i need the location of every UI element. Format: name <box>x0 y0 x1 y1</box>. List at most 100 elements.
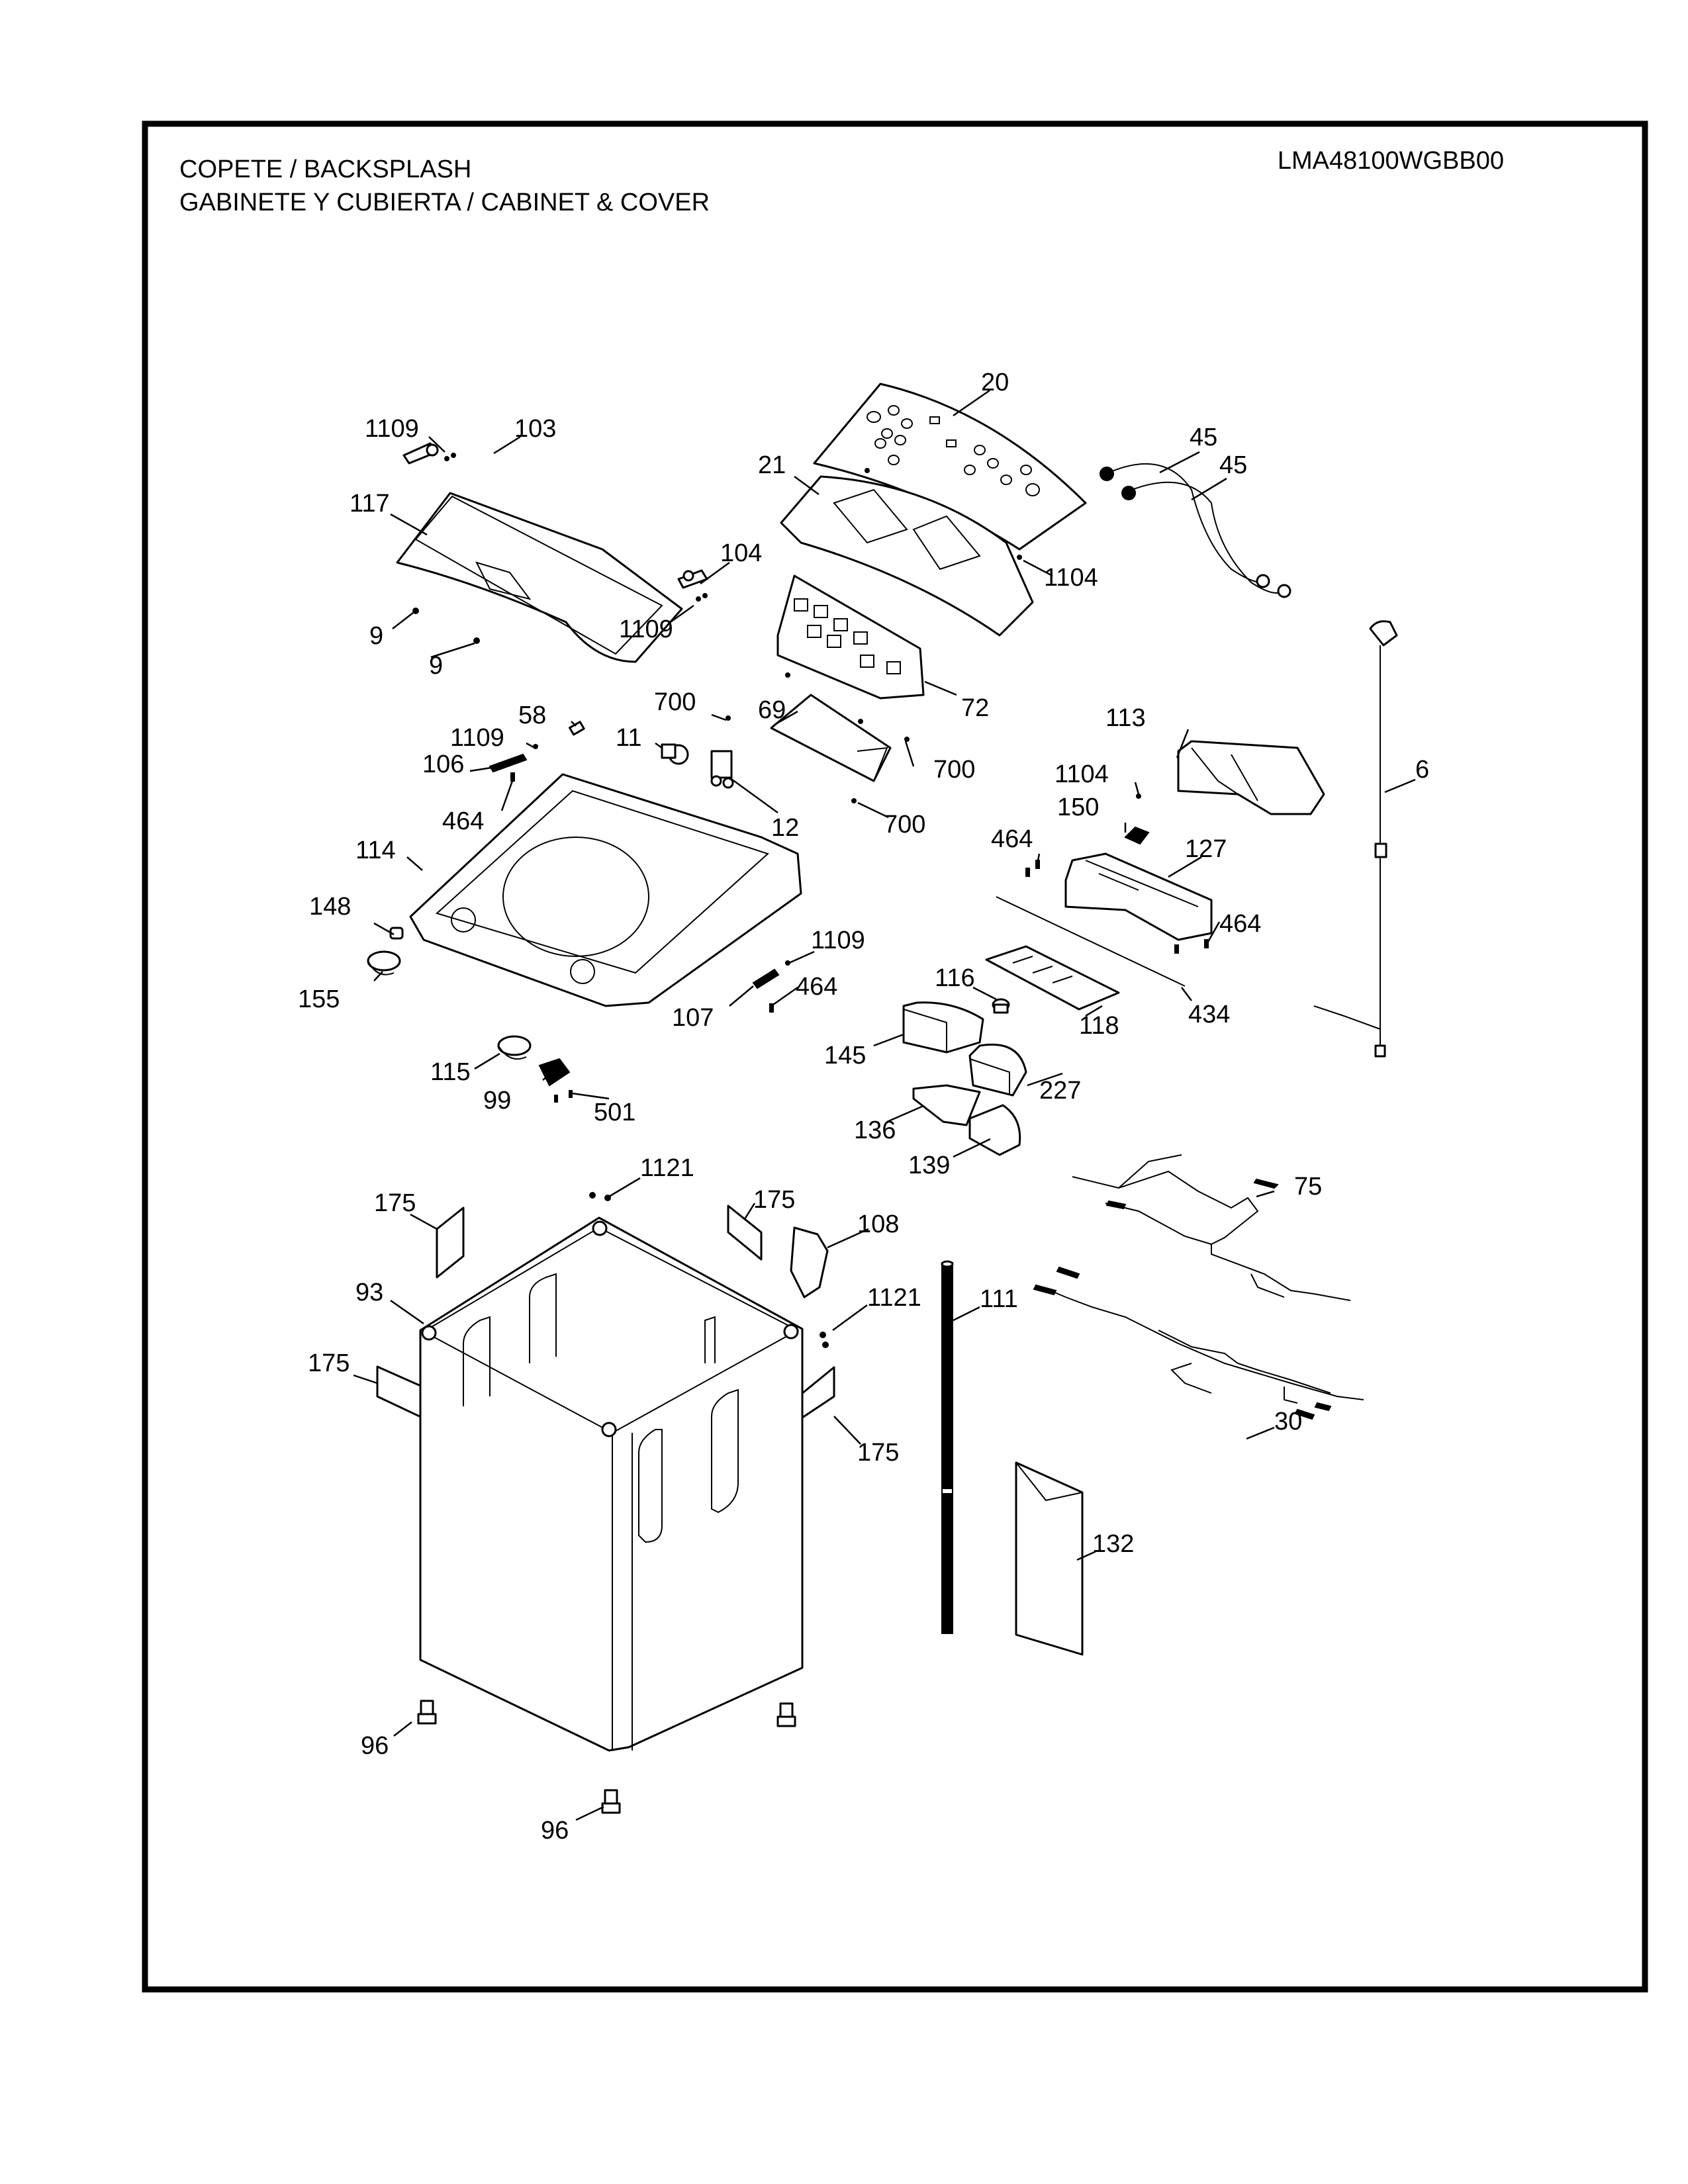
part-96-feet <box>417 1700 796 1814</box>
part-58-switch <box>569 721 585 736</box>
callout-116: 116 <box>935 964 975 992</box>
part-115-cup <box>497 1035 532 1060</box>
callout-114: 114 <box>355 837 396 864</box>
header-title-line1: COPETE / BACKSPLASH <box>179 156 471 183</box>
part-30-wire-harness <box>1033 1266 1364 1420</box>
callout-30: 30 <box>1274 1408 1302 1435</box>
callout-175: 175 <box>374 1189 416 1217</box>
part-93-cabinet <box>419 1216 804 1752</box>
part-132-manual <box>1015 1461 1084 1656</box>
callout-113: 113 <box>1105 704 1146 732</box>
part-69-bracket <box>770 694 892 782</box>
callout-145: 145 <box>824 1042 866 1069</box>
callout-1109: 1109 <box>450 724 504 752</box>
callout-58: 58 <box>518 702 546 729</box>
callout-1104: 1104 <box>1044 564 1098 592</box>
callout-108: 108 <box>857 1210 899 1238</box>
callout-12: 12 <box>771 814 799 842</box>
part-104-hinge <box>677 569 708 589</box>
callout-69: 69 <box>758 696 786 724</box>
callout-1109: 1109 <box>811 927 865 954</box>
callout-104: 104 <box>720 539 762 567</box>
part-111-drain-hose <box>941 1260 954 1634</box>
part-75-wire-harness <box>1072 1154 1351 1301</box>
callout-1121: 1121 <box>867 1284 921 1312</box>
callout-117: 117 <box>350 490 390 518</box>
callout-labels: 20 1109 103 45 45 21 117 104 1104 9 1109… <box>298 369 1429 1844</box>
callout-1121: 1121 <box>640 1154 694 1182</box>
part-72-control-board <box>776 574 925 700</box>
callout-148: 148 <box>309 893 351 921</box>
callout-501: 501 <box>594 1099 635 1126</box>
callout-106: 106 <box>422 751 464 778</box>
part-116-cap <box>992 998 1010 1014</box>
callout-139: 139 <box>908 1152 950 1179</box>
part-108-bracket <box>790 1226 829 1298</box>
callout-127: 127 <box>1185 835 1227 863</box>
part-155-cup <box>367 950 401 976</box>
callout-464: 464 <box>796 973 837 1001</box>
callout-150: 150 <box>1057 794 1099 821</box>
callout-136: 136 <box>854 1116 896 1144</box>
callout-20: 20 <box>981 369 1009 396</box>
callout-9: 9 <box>369 622 383 650</box>
part-118-drawer-insert <box>985 945 1120 1011</box>
callout-175: 175 <box>308 1349 350 1377</box>
part-12-valve <box>710 750 734 789</box>
part-107-bracket <box>752 968 780 989</box>
callout-1109: 1109 <box>619 615 673 643</box>
callout-115: 115 <box>430 1058 471 1086</box>
callout-107: 107 <box>672 1004 714 1032</box>
part-150-latch <box>1124 826 1150 845</box>
part-434-rod <box>996 896 1186 987</box>
model-number: LMA48100WGBB00 <box>1278 147 1504 175</box>
callout-464: 464 <box>991 825 1033 853</box>
part-11-valve <box>661 743 689 765</box>
callout-11: 11 <box>616 724 641 752</box>
part-99-lid-lock <box>538 1058 571 1087</box>
callout-103: 103 <box>514 415 556 443</box>
callout-75: 75 <box>1294 1173 1322 1201</box>
callout-6: 6 <box>1415 756 1429 784</box>
callout-21: 21 <box>758 451 786 479</box>
callout-175: 175 <box>857 1439 899 1467</box>
callout-99: 99 <box>483 1087 511 1115</box>
part-106-bracket <box>489 753 528 773</box>
callout-9: 9 <box>429 652 443 680</box>
callout-118: 118 <box>1079 1012 1119 1040</box>
header-title-line2: GABINETE Y CUBIERTA / CABINET & COVER <box>179 189 710 216</box>
callout-45: 45 <box>1219 451 1247 479</box>
callout-93: 93 <box>355 1279 383 1306</box>
part-45-hoses <box>1100 463 1291 598</box>
page-frame <box>142 120 1648 1993</box>
callout-96: 96 <box>361 1732 389 1760</box>
callout-227: 227 <box>1039 1077 1081 1105</box>
part-139-bracket <box>968 1104 1021 1156</box>
callout-464: 464 <box>1219 910 1261 938</box>
callout-464: 464 <box>442 807 484 835</box>
part-21-control-console <box>780 475 1034 637</box>
part-117-lid <box>396 492 683 663</box>
part-227-drawer <box>968 1043 1027 1097</box>
callout-132: 132 <box>1092 1530 1134 1558</box>
callout-175: 175 <box>753 1186 795 1214</box>
part-6-pressure-switch-harness <box>1313 620 1398 1058</box>
leader-lines <box>353 389 1416 1821</box>
callout-1109: 1109 <box>365 415 419 443</box>
callout-700: 700 <box>654 688 696 716</box>
part-20-control-overlay <box>813 383 1087 551</box>
part-103-hinge <box>402 442 439 465</box>
part-127-dispenser-tray <box>1064 852 1213 941</box>
callout-700: 700 <box>933 756 975 784</box>
callout-45: 45 <box>1190 424 1217 451</box>
callout-434: 434 <box>1188 1001 1230 1028</box>
callout-72: 72 <box>961 694 989 722</box>
callout-111: 111 <box>980 1285 1018 1313</box>
callout-700: 700 <box>884 811 925 839</box>
part-136-bracket <box>912 1084 981 1126</box>
callout-1104: 1104 <box>1055 760 1109 788</box>
part-175-labels <box>376 1205 835 1424</box>
part-145-drawer <box>902 1001 984 1054</box>
callout-155: 155 <box>298 985 340 1013</box>
